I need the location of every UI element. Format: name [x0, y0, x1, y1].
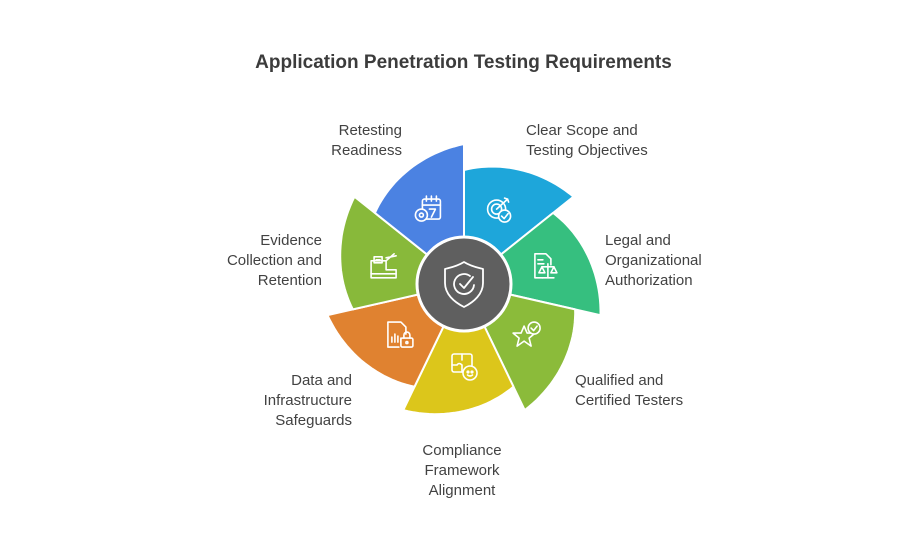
center-hub: [415, 235, 513, 333]
label-data-safeguards: Data and Infrastructure Safeguards: [263, 372, 352, 429]
puzzle-smile-icon: [451, 353, 478, 381]
calendar-gear-icon: [414, 195, 442, 222]
diagram-title: Application Penetration Testing Requirem…: [255, 52, 672, 73]
label-legal-authorization: Legal and Organizational Authorization: [605, 232, 702, 289]
label-retesting-readiness: Retesting Readiness: [331, 122, 402, 159]
file-chart-lock-icon: [387, 321, 414, 348]
label-qualified-testers: Qualified and Certified Testers: [575, 372, 684, 409]
printer-scanner-icon: [370, 252, 397, 279]
label-evidence-collection: Evidence Collection and Retention: [226, 232, 322, 289]
segment-wedge: [402, 283, 515, 416]
label-compliance-alignment: Compliance Framework Alignment: [422, 442, 502, 499]
shield-check-icon: [444, 261, 484, 308]
label-clear-scope: Clear Scope and Testing Objectives: [526, 122, 648, 159]
target-check-icon: [486, 197, 512, 223]
document-scales-icon: [534, 252, 558, 279]
star-check-icon: [512, 321, 541, 347]
